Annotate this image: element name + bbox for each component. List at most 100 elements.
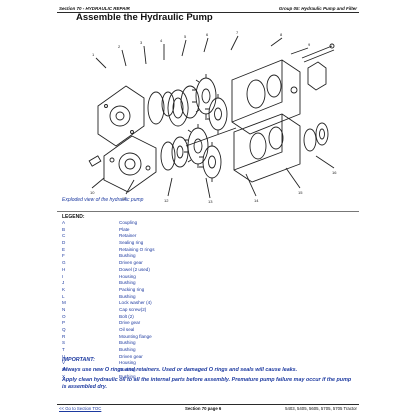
legend-value: Cap screw(2) [119, 306, 147, 312]
legend-item: D Sealing ring [62, 240, 262, 247]
callout-6: 6 [206, 32, 209, 37]
legend-key: A [62, 220, 66, 225]
legend-item: X Bushing [62, 374, 262, 381]
legend-key: W [62, 367, 67, 373]
legend-value: Driven gear [119, 260, 143, 266]
callout-4: 4 [160, 38, 163, 43]
legend-key: M [62, 300, 66, 306]
legend-item: M Lock washer (4) [62, 300, 262, 307]
important-note: Always use new O rings and retainers. Us… [62, 367, 298, 373]
legend-value: Mounting flange [119, 333, 152, 339]
header-rule [57, 12, 359, 13]
legend-value: Plate [119, 226, 130, 232]
legend-value: Housing [119, 273, 136, 279]
page-footer: << Go to Section TOC Section 70 page 6 5… [57, 405, 359, 413]
callout-9: 9 [308, 42, 311, 47]
legend-item: F Bushing [62, 253, 262, 260]
legend-value: Bushing [119, 347, 136, 353]
callout-8: 8 [280, 32, 283, 37]
legend-item: W Bushing [62, 367, 262, 374]
legend-value: Retainer [119, 233, 137, 239]
legend-key: F [62, 253, 65, 259]
legend-item: N Cap screw(2) [62, 307, 262, 314]
page-number: Section 70 page 6 [185, 406, 222, 411]
callout-1: 1 [92, 52, 95, 57]
legend-value: Oil seal [119, 327, 135, 332]
legend-value: Bushing [119, 340, 136, 346]
legend-item: H Dowel (2 used) [62, 267, 262, 274]
legend-key: D [62, 240, 66, 246]
legend-value: Bolt (2) [119, 313, 134, 319]
legend-key: E [62, 246, 66, 252]
section-toc-link[interactable]: << Go to Section TOC [59, 406, 102, 411]
callout-3: 3 [140, 40, 143, 45]
legend-key: H [62, 266, 66, 272]
figure-caption: Exploded view of the hydraulic pump [62, 197, 144, 203]
callout-2: 2 [118, 44, 121, 49]
legend-value: Coupling [119, 220, 138, 225]
callout-10: 10 [90, 190, 95, 195]
legend-key: B [62, 226, 66, 232]
legend-value: Sealing ring [119, 240, 144, 246]
legend-value: Packing ring [119, 286, 145, 292]
legend-item: L Bushing [62, 294, 262, 301]
important-notes: IMPORTANT: Always use new O rings and re… [62, 357, 352, 394]
legend-value: Bushing [119, 253, 136, 259]
legend-item: Q Oil seal [62, 327, 262, 334]
legend-item: B Plate [62, 227, 262, 234]
legend-item: K Packing ring [62, 287, 262, 294]
model-list: 5403, 5405, 5605, 5705, 5705 Tractor [285, 406, 357, 411]
legend-key: K [62, 286, 66, 292]
callout-7: 7 [236, 30, 239, 35]
legend-value: Drive gear [119, 320, 141, 326]
legend-value: Bushing [119, 367, 136, 373]
legend-key: J [62, 280, 65, 286]
legend-key: G [62, 260, 66, 266]
footer-rule [57, 404, 359, 405]
legend-item: E Retaining O rings [62, 247, 262, 254]
legend-item: T Bushing [62, 347, 262, 354]
legend-key: T [62, 347, 65, 353]
legend-key: R [62, 333, 66, 339]
header-section: Section 70 - HYDRAULIC REPAIR [59, 6, 130, 11]
legend-value: Bushing [119, 373, 136, 379]
legend-value: Bushing [119, 280, 136, 286]
legend-value: Lock washer (4) [119, 300, 152, 306]
callout-16: 16 [332, 170, 337, 175]
important-note: Apply clean hydraulic oil to all the int… [62, 377, 352, 390]
legend-item: A Coupling [62, 220, 262, 227]
exploded-view-illustration: 1 2 3 4 5 6 7 8 9 10 11 12 13 14 15 16 [88, 30, 337, 204]
legend-key: N [62, 306, 66, 312]
legend-key: V [62, 360, 66, 366]
legend-key: O [62, 313, 66, 319]
legend-item: I Housing [62, 274, 262, 281]
page-title: Assemble the Hydraulic Pump [76, 12, 213, 23]
important-title: IMPORTANT: [62, 357, 95, 363]
legend-item: J Bushing [62, 280, 262, 287]
legend-key: Q [62, 327, 66, 332]
legend-value: Retaining O rings [119, 246, 155, 252]
legend-value: Dowel (2 used) [119, 266, 150, 272]
callout-5: 5 [184, 34, 187, 39]
header-group: Group 05: Hydraulic Pump and Filter [278, 6, 357, 11]
callout-11: 11 [122, 196, 127, 201]
legend-key: S [62, 340, 66, 346]
callout-13: 13 [208, 199, 213, 204]
legend-list: A Coupling B Plate C Retainer D Sealing ring… [62, 220, 262, 381]
callout-15: 15 [298, 190, 303, 195]
legend-item: O Bolt (2) [62, 314, 262, 321]
legend-key: X [62, 373, 66, 379]
legend-item: R Mounting flange [62, 334, 262, 341]
page-header: Section 70 - HYDRAULIC REPAIR Group 05: … [57, 5, 359, 13]
legend-key: L [62, 293, 65, 299]
legend-key: I [62, 273, 64, 279]
legend-value: Bushing [119, 293, 136, 299]
figure-divider [57, 211, 359, 212]
legend-key: C [62, 233, 66, 239]
legend-item: G Driven gear [62, 260, 262, 267]
legend-item: S Bushing [62, 340, 262, 347]
